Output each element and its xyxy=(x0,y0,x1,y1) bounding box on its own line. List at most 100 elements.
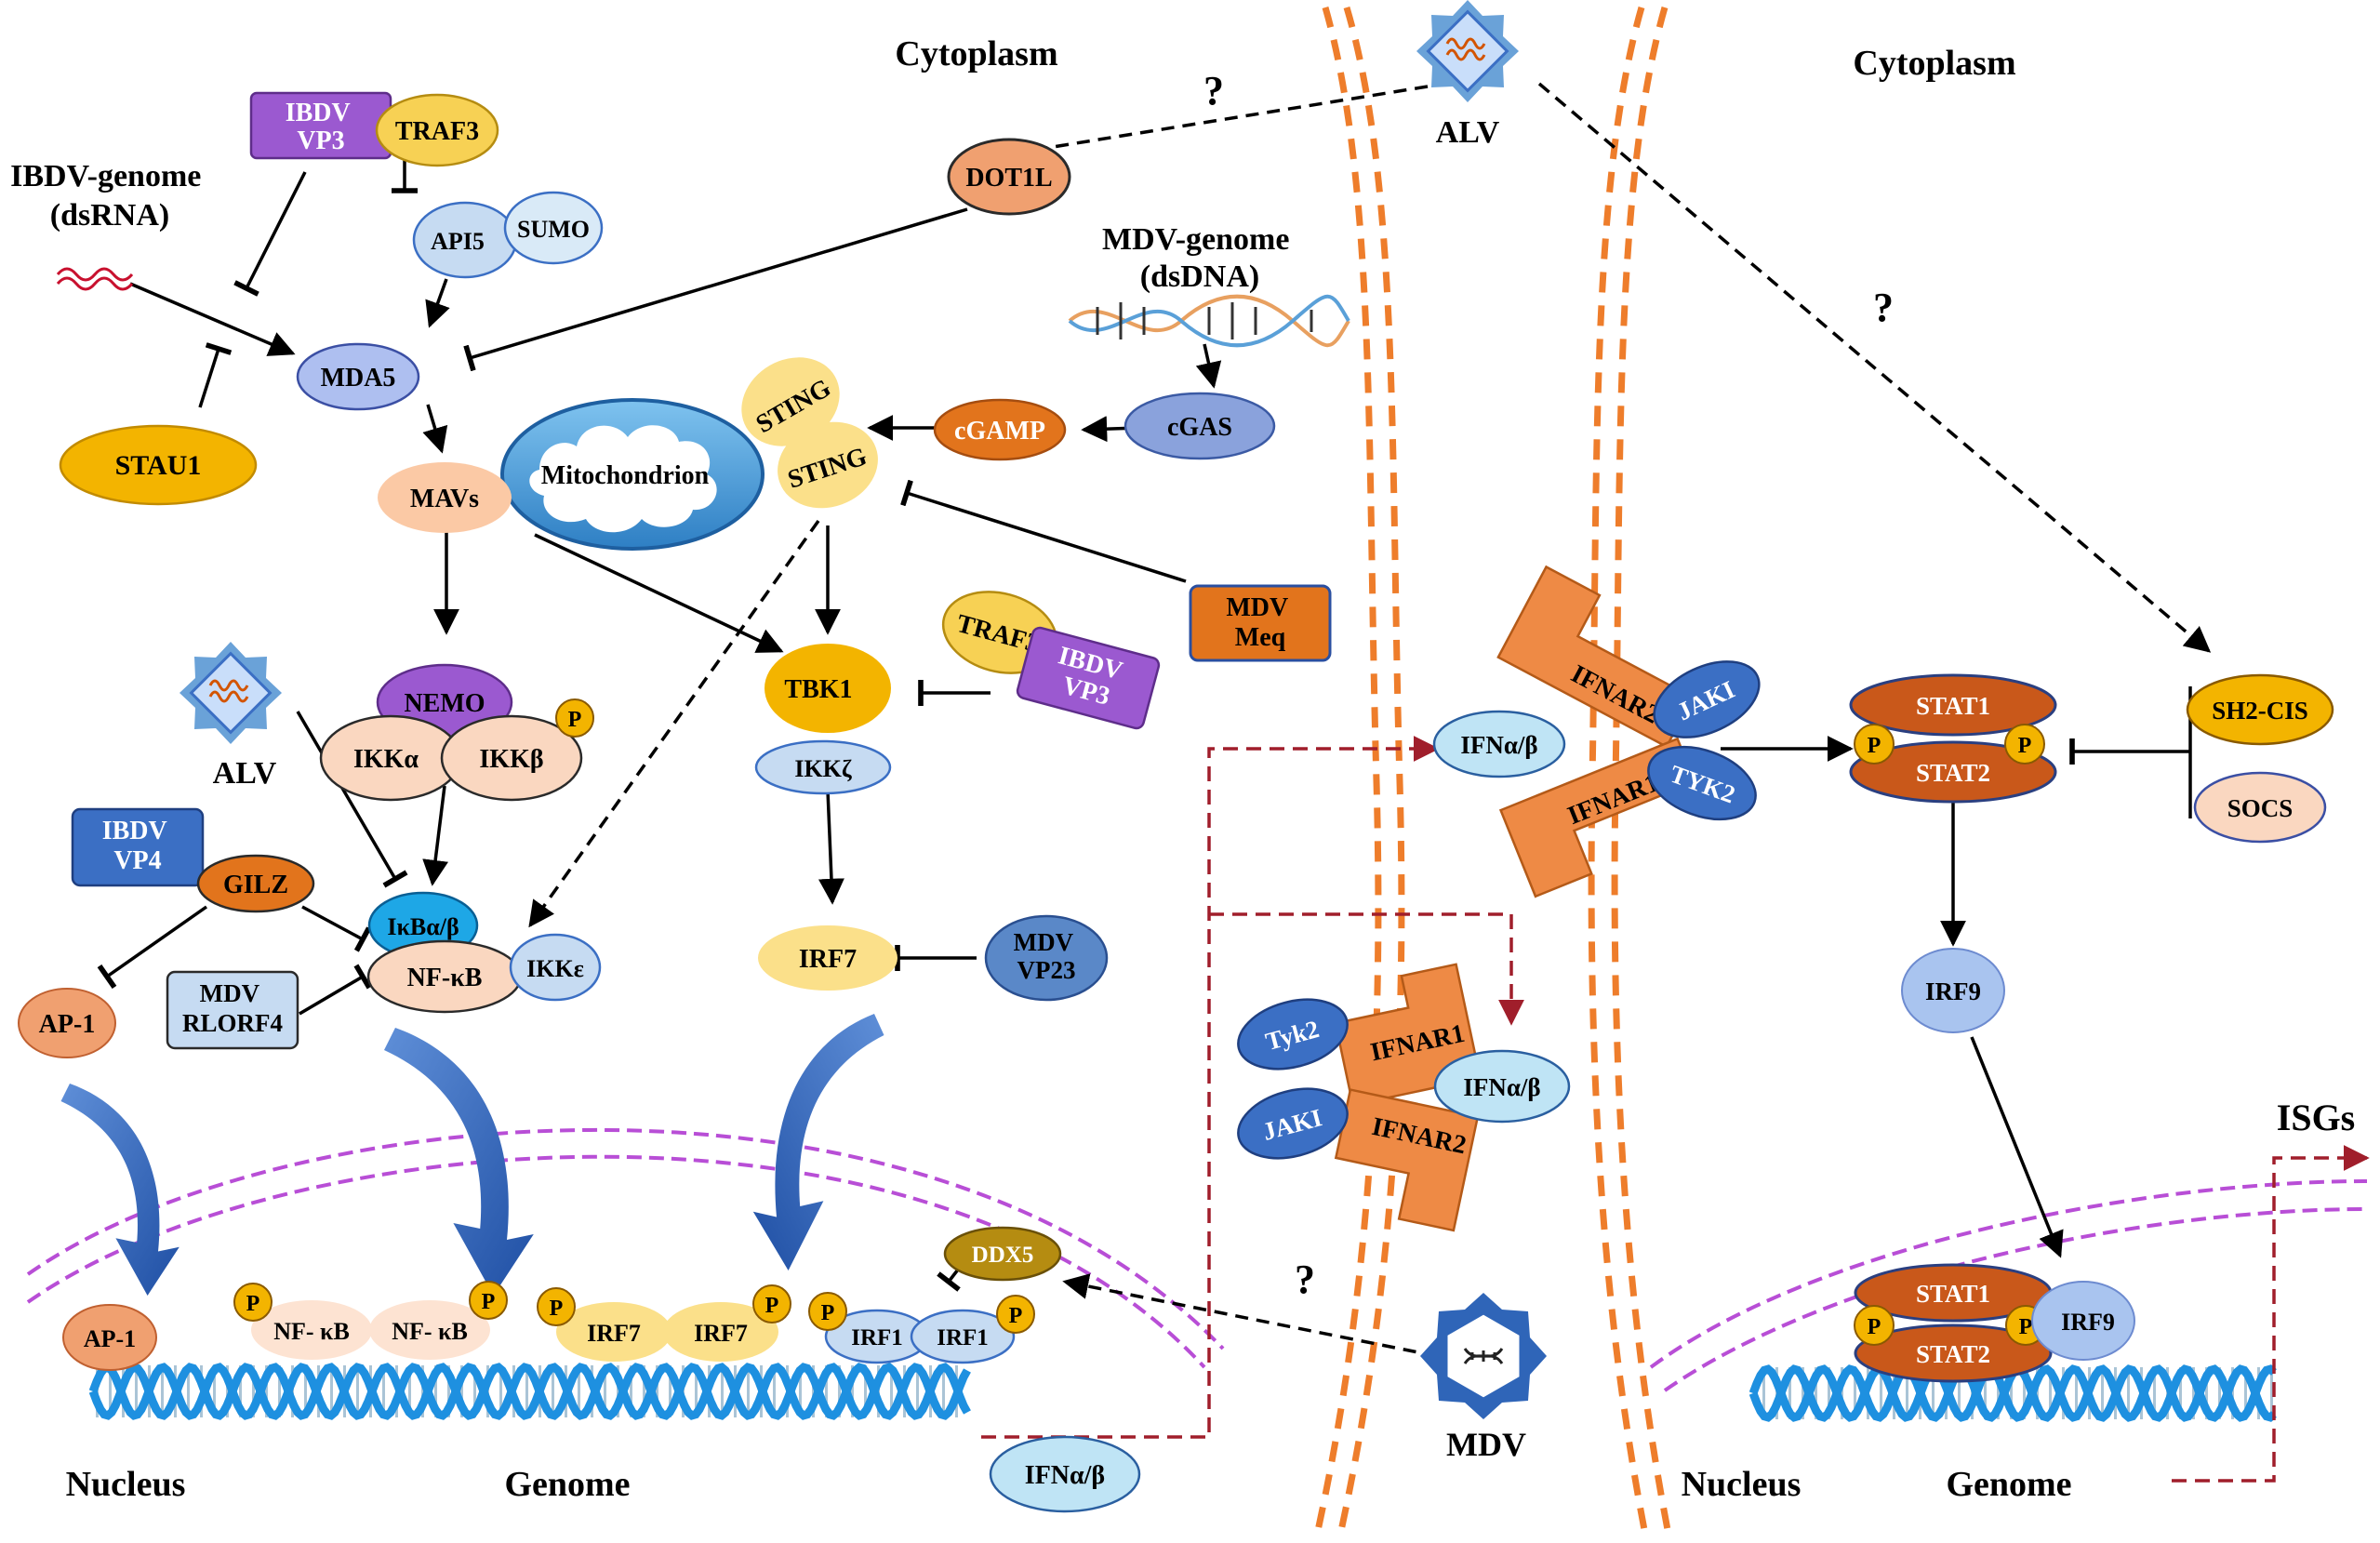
mdv-vp23-node xyxy=(984,914,1109,1002)
ibdv-vp4-label: IBDV VP4 xyxy=(102,817,174,875)
nuclear-irf1-1-label: IRF1 xyxy=(851,1325,903,1350)
nuclear-irf7-2 xyxy=(663,1302,778,1362)
ifn-node-top xyxy=(1432,710,1566,778)
cytoplasm-label-left: Cytoplasm xyxy=(895,34,1057,73)
mdv-genome-label: MDV-genome (dsDNA) xyxy=(1102,222,1297,294)
phospho-nfkb-1-label: P xyxy=(246,1292,260,1316)
ikka-label: IKKα xyxy=(353,745,419,774)
ikke-node xyxy=(509,933,602,1002)
ibdv-vp3-box-mid xyxy=(1016,626,1161,730)
nfkb-label: NF-κB xyxy=(407,964,483,992)
ikba-label: IκBα/β xyxy=(387,913,459,940)
ifnar-receptor-top: IFNAR2 IFNAR1 xyxy=(1496,565,1696,898)
question-mark-sh2cis: ? xyxy=(1873,285,1894,330)
gilz-node xyxy=(196,854,315,913)
ifn-secreted-label: IFNα/β xyxy=(1025,1461,1105,1490)
tyk2-node-low xyxy=(1237,998,1349,1071)
ikkz-node xyxy=(754,739,892,795)
tbk1-node xyxy=(765,644,891,733)
stat1-label-nuc: STAT1 xyxy=(1916,1280,1990,1308)
socs-label: SOCS xyxy=(2227,794,2294,822)
phospho-nfkb-2-label: P xyxy=(482,1290,496,1314)
phospho-irf1-1 xyxy=(808,1292,847,1331)
mdv-virus-label: MDV xyxy=(1446,1426,1526,1463)
nucleus-label-left: Nucleus xyxy=(66,1465,186,1504)
question-mark-dot1l: ? xyxy=(1203,68,1224,113)
mdv-virus-icon xyxy=(1420,1293,1547,1419)
dot1l-label: DOT1L xyxy=(965,164,1052,193)
ikkz-label: IKKζ xyxy=(794,755,852,782)
cgamp-label: cGAMP xyxy=(954,417,1045,446)
traf3-label-top: TRAF3 xyxy=(395,117,479,146)
tyk2-node-top xyxy=(1647,745,1757,821)
alv-label-left: ALV xyxy=(213,756,277,791)
alv-label-top: ALV xyxy=(1436,115,1500,150)
mdv-meq-box xyxy=(1189,584,1332,662)
stat2-label-nuc: STAT2 xyxy=(1916,1340,1990,1368)
ap1-label: AP-1 xyxy=(39,1010,96,1039)
nuclear-envelope-right xyxy=(1649,1179,2368,1392)
dashed-connectors xyxy=(528,82,2212,1358)
cgas-label: cGAS xyxy=(1167,413,1232,442)
traf3-node-top xyxy=(375,93,499,167)
nuclear-nfkb-2-label: NF- κB xyxy=(392,1318,468,1345)
ibdv-vp3-label-top: IBDV VP3 xyxy=(286,99,357,155)
mdv-meq-label: MDV Meq xyxy=(1226,593,1294,652)
dot1l-node xyxy=(947,138,1071,216)
mda5-node xyxy=(296,342,420,411)
jak1-node-low xyxy=(1237,1087,1349,1160)
phospho-ikkb xyxy=(555,698,594,738)
sh2cis-node xyxy=(2186,673,2334,746)
ifn-secretion-path xyxy=(981,736,2370,1483)
nuclear-irf7-1-label: IRF7 xyxy=(587,1320,641,1347)
isgf3-complex: STAT1 STAT2 P P IRF9 xyxy=(1854,1263,2135,1383)
socs-node xyxy=(2193,771,2327,844)
translocation-arrow-nfkb xyxy=(384,1028,534,1296)
irf9-label-nuc: IRF9 xyxy=(2061,1309,2115,1336)
phospho-nfkb-2 xyxy=(469,1281,508,1320)
translocation-arrow-ap1 xyxy=(60,1084,179,1296)
signaling-connectors xyxy=(97,156,2192,1292)
nuclear-irf1-2-label: IRF1 xyxy=(937,1325,989,1350)
ikkb-label: IKKβ xyxy=(479,745,543,774)
phospho-irf7-2-label: P xyxy=(765,1294,779,1318)
phospho-irf7-1 xyxy=(537,1287,576,1326)
phospho-nfkb-1 xyxy=(233,1283,273,1322)
ddx5-label: DDX5 xyxy=(972,1243,1034,1268)
api5-label: API5 xyxy=(431,228,485,255)
ifn-node-low xyxy=(1433,1049,1571,1124)
phospho-stat1-nuc: P xyxy=(1868,1315,1881,1339)
mdv-rlorf4-label: MDV RLORF4 xyxy=(182,979,283,1037)
jak1-node-top xyxy=(1653,660,1761,738)
alv-virus-icon-top xyxy=(1416,0,1519,102)
nucleus-label-right: Nucleus xyxy=(1682,1465,1802,1504)
mitochondrion-label: Mitochondrion xyxy=(541,461,710,490)
ap1-node xyxy=(18,988,116,1058)
question-mark-ddx5: ? xyxy=(1295,1257,1315,1302)
isgs-label: ISGs xyxy=(2277,1097,2356,1138)
ifn-label-top: IFNα/β xyxy=(1460,731,1537,759)
sumo-node xyxy=(503,191,604,265)
nuclear-nfkb-1 xyxy=(251,1300,372,1360)
phospho-irf1-2 xyxy=(996,1295,1035,1334)
nemo-label: NEMO xyxy=(404,689,485,718)
sting-dimer: STING STING xyxy=(741,357,878,509)
ibdv-genome-label: IBDV-genome (dsRNA) xyxy=(10,159,209,233)
irf7-node xyxy=(758,925,897,991)
ibdv-vp4-box xyxy=(71,807,205,887)
stat-complex-top: STAT1 STAT2 P P xyxy=(1849,673,2057,804)
stat1-label-top: STAT1 xyxy=(1916,692,1990,720)
phospho-irf7-1-label: P xyxy=(550,1297,564,1321)
tbk1-label: TBK1 xyxy=(784,675,852,704)
genome-dna-left xyxy=(88,1363,971,1420)
cgamp-node xyxy=(933,398,1067,461)
nuclear-ap1 xyxy=(62,1304,157,1371)
phospho-irf1-2-label: P xyxy=(1009,1304,1023,1328)
mda5-label: MDA5 xyxy=(321,364,396,392)
phospho-ikkb-label: P xyxy=(568,708,582,732)
dsdna-icon xyxy=(1068,294,1350,348)
phospho-stat1-top: P xyxy=(1868,734,1881,758)
sumo-label: SUMO xyxy=(517,216,590,243)
ifn-secreted-node xyxy=(989,1435,1141,1513)
